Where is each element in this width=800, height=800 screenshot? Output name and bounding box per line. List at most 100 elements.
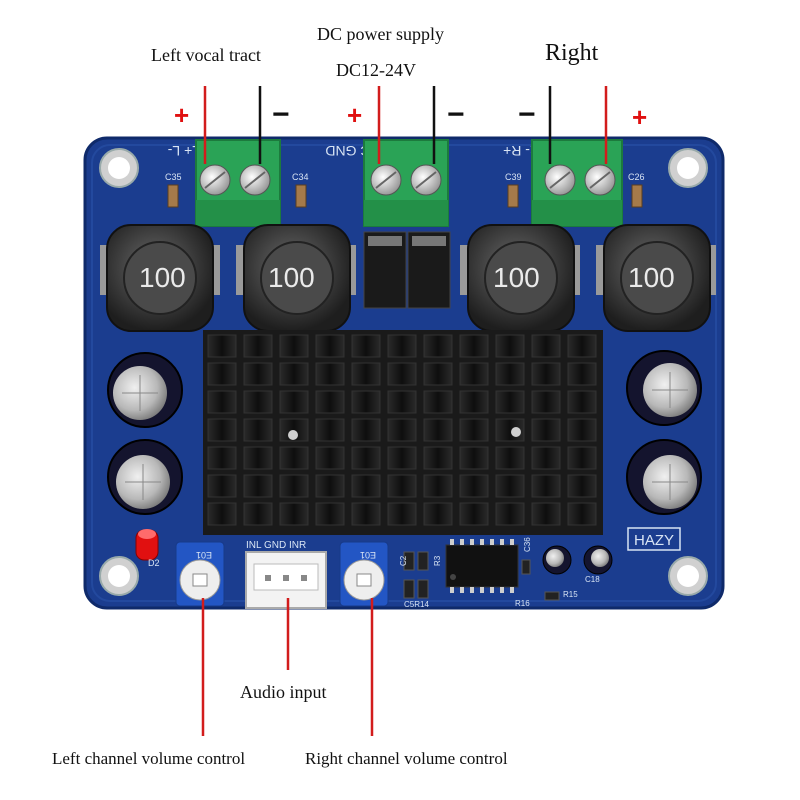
power-diodes [363,231,451,309]
right-volume-label: Right channel volume control [305,749,508,768]
potentiometer-left: E01 [175,541,225,607]
silk-terminal-left: L+ L- [167,143,200,159]
heatsink-fin [351,418,381,442]
heatsink-fin [207,502,237,526]
inductor-label-4: 100 [628,262,675,293]
heatsink-fin [351,390,381,414]
terminal-block-left [195,139,281,227]
smd-capacitors [167,184,643,208]
heatsink-fin [207,362,237,386]
mounting-hole-icon [99,148,708,596]
heatsink-fin [459,390,489,414]
left-vocal-tract-label: Left vocal tract [151,45,261,65]
heatsink-fin [243,446,273,470]
heatsink-fin [531,502,561,526]
heatsink-fin [279,446,309,470]
heatsink-fin [531,334,561,358]
plus-icon: + [174,100,190,130]
heatsink-fin [243,334,273,358]
heatsink-fin [387,502,417,526]
heatsink-fin [387,362,417,386]
brand-label: HAZY [634,532,674,549]
small-electrolytic-caps [542,545,613,575]
silk-c35: C35 [165,172,182,182]
heatsink-fin [387,334,417,358]
heatsink-fin [207,390,237,414]
heatsink-fin [423,418,453,442]
heatsink-fin [495,446,525,470]
heatsink-fin [459,362,489,386]
heatsink-fin [279,362,309,386]
heatsink-fin [315,362,345,386]
heatsink-fin [423,502,453,526]
silk-audio-header: INL GND INR [246,540,306,551]
heatsink-fin [243,390,273,414]
heatsink-fin [567,502,597,526]
electrolytic-cap-left-bottom [107,439,183,515]
indicator-wires [201,86,608,736]
heatsink-fin [387,474,417,498]
inductor-4 [596,224,716,332]
heatsink-fin [207,334,237,358]
heatsink-fin [495,390,525,414]
heatsink-fin [207,474,237,498]
silk-c26: C26 [628,172,645,182]
silk-c18: C18 [585,575,600,584]
dc-voltage-label: DC12-24V [336,60,416,80]
heatsink-fin [243,502,273,526]
smd-parts-lower [403,551,560,601]
heatsink-fin [243,418,273,442]
heatsink-fin [423,362,453,386]
inductor-2 [236,224,356,332]
inductor-label-2: 100 [268,262,315,293]
heatsink-fin [243,362,273,386]
plus-icon: + [632,102,648,132]
inductor-label-3: 100 [493,262,540,293]
heatsink-fin [387,390,417,414]
heatsink-fin [531,446,561,470]
silk-r3: R3 [433,555,442,566]
heatsink-fin [567,418,597,442]
heatsink-fin [531,362,561,386]
heatsink-fin [423,334,453,358]
heatsink-fin [567,390,597,414]
heatsink-fin [495,334,525,358]
heatsink-fin [207,418,237,442]
audio-input-header: INL GND INR [245,540,327,609]
heatsink [203,330,603,535]
heatsink-fin [351,446,381,470]
heatsink-fin [243,474,273,498]
heatsink-fin [459,446,489,470]
audio-input-label: Audio input [240,682,327,702]
heatsink-fin [279,502,309,526]
heatsink-fin [387,446,417,470]
electrolytic-cap-right-top [626,350,702,426]
silk-c5-r14: C5R14 [404,600,429,609]
heatsink-fin [459,418,489,442]
inductor-label-1: 100 [139,262,186,293]
heatsink-fin [315,390,345,414]
heatsink-fin [423,474,453,498]
heatsink-fin [279,390,309,414]
heatsink-fin [351,474,381,498]
silk-c2: C2 [399,555,408,566]
heatsink-fin [495,502,525,526]
pot-marking-left: E01 [196,550,212,560]
heatsink-fin [495,474,525,498]
heatsink-fin [531,390,561,414]
inductor-1 [100,224,220,332]
electrolytic-cap-left-top [107,352,183,428]
heatsink-fin [459,474,489,498]
heatsink-fin [567,446,597,470]
heatsink-fin [567,474,597,498]
minus-icon: − [447,98,465,131]
silk-c36: C36 [523,537,532,552]
plus-icon: + [347,100,363,130]
heatsink-fin [459,334,489,358]
heatsink-fin [315,446,345,470]
heatsink-fin [423,390,453,414]
silk-c39: C39 [505,172,522,182]
silk-d2: D2 [148,558,160,568]
inductor-3 [460,224,580,332]
